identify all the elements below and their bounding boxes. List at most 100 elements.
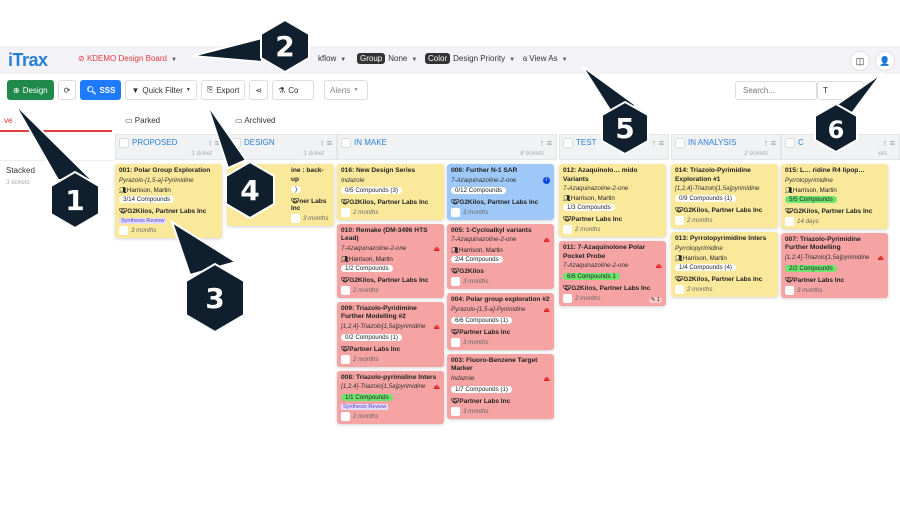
compounds-count[interactable]: 1/7 Compounds (1) <box>451 385 512 393</box>
ticket-card[interactable]: 003: Fluoro-Benzene Target Marker⏏Indazo… <box>447 353 554 419</box>
ticket-partners: 🤝︎G2Kilos, Partner Labs Inc <box>451 198 550 206</box>
refresh-button[interactable]: ⟳ <box>57 80 77 100</box>
ticket-card[interactable]: 011: 7-Azaquinolone Polar Pocket Probe⏏7… <box>559 241 666 306</box>
view-as-selector[interactable]: ɞ View As▼ <box>523 54 568 63</box>
ticket-checkbox[interactable] <box>341 354 350 364</box>
quick-filter-button[interactable]: ▼Quick Filter▼ <box>125 80 197 100</box>
menu-icon[interactable]: ≡ <box>546 138 552 148</box>
compounds-count[interactable]: 2/2 Compounds <box>785 264 837 272</box>
column-select-checkbox[interactable] <box>563 138 573 148</box>
ticket-scaffold-row: ⏏Indazole <box>451 375 550 383</box>
tab-active-label: ve <box>4 116 13 125</box>
compounds-count[interactable]: 1/3 Compounds <box>563 204 615 211</box>
column-select-checkbox[interactable] <box>341 138 351 148</box>
compounds-count[interactable]: 2/4 Compounds <box>451 256 503 263</box>
compounds-count[interactable]: 0/5 Compounds (3) <box>341 186 402 194</box>
compounds-count[interactable]: 1/4 Compounds (4) <box>675 263 736 271</box>
sort-arrow-up-icon[interactable]: ↑ <box>207 138 213 148</box>
ticket-card[interactable]: 010: Remake (DM-3496 HTS Lead)⏏7-Azaquin… <box>337 223 444 298</box>
ticket-checkbox[interactable] <box>563 294 572 303</box>
ticket-checkbox[interactable] <box>119 225 128 235</box>
compounds-count[interactable]: ) <box>291 186 302 193</box>
ticket-checkbox[interactable] <box>341 285 350 295</box>
status-tag: Synthesis Review <box>341 404 389 410</box>
search-input[interactable] <box>735 81 817 100</box>
menu-icon[interactable]: ≡ <box>326 138 332 148</box>
ticket-card[interactable]: 005: 1-Cycloalkyl variants⏏7-Azaquinazol… <box>447 223 554 289</box>
ticket-card[interactable]: 014: Triazolo-Pyrimidine Exploration #1[… <box>671 164 778 228</box>
sort-arrow-up-icon[interactable]: ↑ <box>882 138 888 148</box>
partners-label: Partner Labs Inc <box>459 328 511 336</box>
ticket-checkbox[interactable] <box>341 207 350 217</box>
ticket-card[interactable]: 007: Triazolo-Pyrimidine Further Modelli… <box>781 232 888 298</box>
view-as-label: View As <box>529 54 558 63</box>
ticket-scaffold: [1,2,4]-Triazolo[1,5a]pyrimidine <box>341 383 426 390</box>
compounds-count[interactable]: 1/1 Compounds <box>341 394 393 401</box>
ticket-card[interactable]: 015: L… ridine R4 lipop…Pyrrolopyrimidin… <box>781 164 888 229</box>
tab-active[interactable]: ve <box>4 116 12 125</box>
column-select-checkbox[interactable] <box>119 138 129 148</box>
group-pill: Group <box>357 53 386 64</box>
ticket-checkbox[interactable] <box>785 285 794 295</box>
ticket-checkbox[interactable] <box>451 277 460 286</box>
tab-parked[interactable]: ▭ Parked <box>125 116 160 125</box>
sort-arrow-up-icon[interactable]: ↑ <box>319 138 325 148</box>
export-button[interactable]: ⎘Export <box>200 80 246 100</box>
compounds-count[interactable]: 3/14 Compounds <box>119 195 175 203</box>
share-button[interactable]: ⋖ <box>249 80 269 100</box>
sort-arrow-up-icon[interactable]: ↑ <box>763 138 769 148</box>
compounds-count[interactable]: 0/12 Compounds <box>451 186 507 194</box>
compounds-count[interactable]: 5/5 Compounds <box>785 195 837 203</box>
sss-search-button[interactable]: 🔍︎SSS <box>80 80 122 100</box>
itrax-logo[interactable]: iTrax <box>8 50 48 71</box>
ticket-card[interactable]: 004: Polar group exploration #2⏏Pyrazolo… <box>447 293 554 350</box>
menu-icon[interactable]: ≡ <box>889 138 895 148</box>
ticket-checkbox[interactable] <box>451 406 460 416</box>
priority-flag-icon: ⏏ <box>543 375 550 383</box>
compounds-count[interactable]: 6/6 Compounds 1 <box>563 273 620 280</box>
layout-toggle-button[interactable]: ◫ <box>850 51 870 71</box>
sort-arrow-up-icon[interactable]: ↑ <box>539 138 545 148</box>
menu-icon[interactable]: ≡ <box>770 138 776 148</box>
compounds-count[interactable]: 0/2 Compounds (1) <box>341 333 402 341</box>
partners-label: G2Kilos, Partner Labs Inc <box>683 207 763 214</box>
compounds-count[interactable]: 6/6 Compounds (1) <box>451 316 512 324</box>
ticket-age: 3 months <box>463 208 489 216</box>
user-menu-button[interactable]: 👤 <box>875 51 895 71</box>
ticket-title: 010: Remake (DM-3496 HTS Lead) <box>341 226 428 243</box>
ticket-checkbox[interactable] <box>675 284 684 294</box>
ticket-card[interactable]: 009: Triazolo-Pyridimine Further Modelli… <box>337 301 444 367</box>
compounds-button[interactable]: ⚗Co <box>272 80 315 100</box>
ticket-checkbox[interactable] <box>451 207 460 217</box>
ticket-checkbox[interactable] <box>785 216 794 226</box>
board-selector[interactable]: ⊘ KDEMO Design Board▼ <box>78 54 177 63</box>
compounds-count[interactable]: 0/9 Compounds (1) <box>675 195 736 202</box>
workflow-selector[interactable]: kflow▼ <box>318 54 346 63</box>
compounds-count[interactable]: 1/2 Compounds <box>341 264 393 272</box>
menu-icon[interactable]: ≡ <box>658 138 664 148</box>
column-select-checkbox[interactable] <box>785 138 795 148</box>
sort-arrow-up-icon[interactable]: ↑ <box>651 138 657 148</box>
alerts-button[interactable]: Alerts▼ <box>324 80 369 100</box>
ticket-card[interactable]: 008: Triazolo-pyrimidine Inters⏏[1,2,4]-… <box>337 370 444 424</box>
ticket-checkbox[interactable] <box>675 216 684 225</box>
ticket-footer: 2 months <box>563 294 662 303</box>
ticket-checkbox[interactable] <box>451 337 460 347</box>
new-design-button[interactable]: ⊕Design <box>7 80 54 100</box>
tab-archived[interactable]: ▭ Archived <box>235 116 275 125</box>
column-in-analysis: IN ANALYSIS ↑ ≡ 2 tickets 014: Triazolo-… <box>671 134 781 297</box>
ticket-checkbox[interactable] <box>291 214 300 223</box>
ticket-checkbox[interactable] <box>341 412 350 421</box>
menu-icon[interactable]: ≡ <box>214 138 220 148</box>
column-select-checkbox[interactable] <box>675 138 685 148</box>
ticket-checkbox[interactable] <box>563 225 572 234</box>
